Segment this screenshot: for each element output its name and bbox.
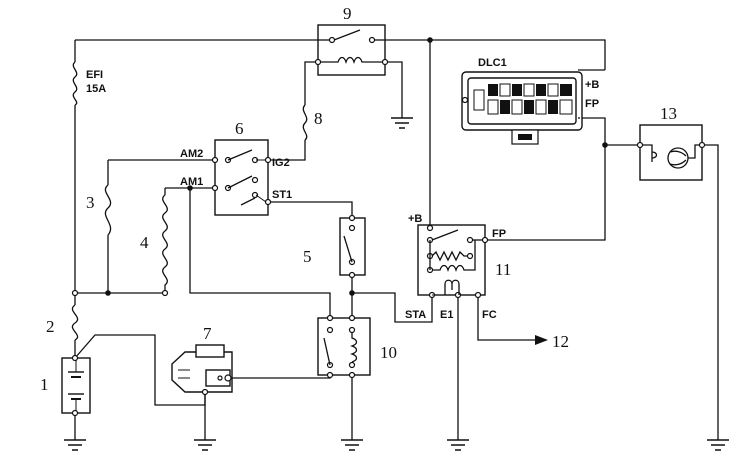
ground-icon [64,439,86,451]
label-2: 2 [46,317,55,336]
arrow-12: 12 [535,332,569,351]
fusible-link-3: 3 [86,184,112,236]
fusible-link-2: 2 [46,304,79,341]
label-4: 4 [140,233,149,252]
battery-1: 1 [40,354,91,417]
fuse-efi: EFI 15A [72,61,106,106]
label-6: 6 [235,119,244,138]
label-9: 9 [343,4,352,23]
ground-icon [447,439,469,451]
label-13: 13 [660,104,677,123]
fusible-link-4: 4 [140,194,168,290]
starter-7: 7 [171,324,233,393]
ground-icon [341,439,363,451]
ground-icon [391,117,413,129]
am1-label: AM1 [180,176,203,188]
sta-label: STA [405,309,426,321]
fc-label: FC [482,309,497,321]
relay-11: 11 +B FP STA E1 FC [405,213,511,321]
e1-label: E1 [440,309,453,321]
switch-5: 5 [303,217,366,276]
efi-label: EFI [86,69,103,81]
ignition-switch-6: 6 AM2 AM1 IG2 ST1 [180,119,292,216]
ground-icon [707,439,729,451]
fuse-8: 8 [302,104,323,141]
label-8: 8 [314,109,323,128]
ground-icon [194,439,216,451]
dlc-b-label: +B [585,79,599,91]
label-10: 10 [380,343,397,362]
am2-label: AM2 [180,148,203,160]
fuel-pump-13: 13 [636,104,706,181]
label-11: 11 [495,260,511,279]
dlc1-connector: DLC1 +B FP [461,57,605,145]
label-7: 7 [203,324,212,343]
dlc1-label: DLC1 [478,57,507,69]
label-1: 1 [40,375,49,394]
label-12: 12 [552,332,569,351]
ground-symbols [64,117,729,451]
efi-amp-label: 15A [86,83,106,95]
label-3: 3 [86,193,95,212]
label-5: 5 [303,247,312,266]
rail-terminals [71,156,489,396]
relay-fp-label: FP [492,228,506,240]
relay-b-label: +B [408,213,422,225]
relay-10: 10 [317,317,397,376]
relay-9: 9 [314,4,389,76]
junction-dots [105,37,608,296]
st1-label: ST1 [272,189,292,201]
ig2-label: IG2 [272,157,290,169]
dlc-fp-label: FP [585,98,599,110]
